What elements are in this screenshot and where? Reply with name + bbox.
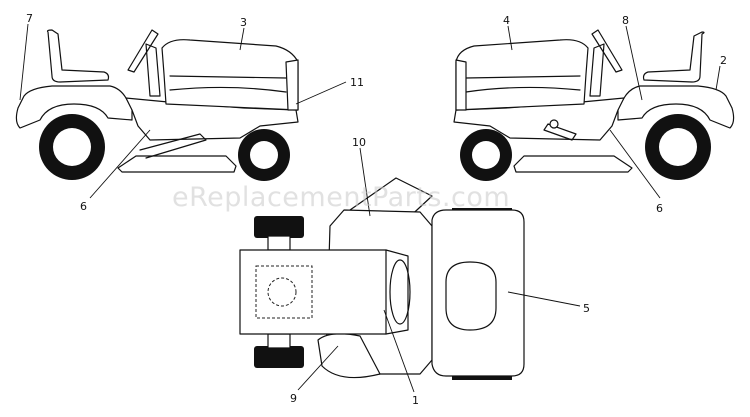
callout-labels: 7 3 11 6 4 8 2 6 10 5 1 9: [26, 12, 727, 407]
leader-3: [239, 27, 245, 51]
callout-11: 11: [350, 76, 364, 89]
leader-6-right: [609, 129, 661, 199]
leader-4: [507, 25, 513, 51]
top-rear-wheel-lower: [254, 346, 304, 368]
top-hood-emblem: [445, 261, 497, 331]
leader-7: [19, 23, 29, 101]
leader-10: [359, 147, 371, 217]
left-rear-hub: [53, 128, 91, 166]
top-body-edge: [385, 249, 409, 335]
top-rear-wheel-upper: [254, 216, 304, 238]
left-side-view-tractor: [15, 29, 299, 181]
right-hood: [455, 39, 589, 111]
callout-10: 10: [352, 136, 366, 149]
callout-2: 2: [720, 54, 727, 67]
top-axle-lower: [267, 333, 291, 349]
callout-8: 8: [622, 14, 629, 27]
left-mower-deck: [117, 155, 237, 173]
right-lever-knob: [549, 119, 559, 129]
right-grille: [455, 59, 467, 111]
leader-6-left: [89, 129, 151, 199]
callout-1: 1: [412, 394, 419, 407]
right-hood-curve: [465, 86, 581, 93]
leader-11: [295, 81, 347, 105]
right-side-view-tractor: [453, 29, 735, 181]
callout-4: 4: [503, 14, 510, 27]
callout-5: 5: [583, 302, 590, 315]
right-lift-lever: [543, 123, 577, 141]
callout-6-right: 6: [656, 202, 663, 215]
leader-5: [507, 291, 581, 307]
leader-1: [383, 309, 415, 393]
left-hood-line: [169, 75, 287, 79]
left-hood-curve: [169, 86, 287, 93]
left-grille: [285, 59, 299, 111]
top-axle-upper: [267, 235, 291, 251]
callout-3: 3: [240, 16, 247, 29]
leader-2: [715, 65, 721, 91]
right-hood-line: [465, 75, 581, 79]
left-rear-fender: [15, 85, 133, 129]
top-dash-oval: [389, 259, 411, 325]
right-seat: [642, 31, 705, 83]
leader-lines: [19, 23, 721, 393]
right-mower-deck: [513, 155, 633, 173]
right-steering-column: [589, 43, 605, 97]
left-deck-lift: [139, 133, 207, 159]
left-hood: [161, 39, 299, 111]
leader-9: [297, 345, 339, 391]
top-rear-body: [239, 249, 387, 335]
callout-9: 9: [290, 392, 297, 405]
right-steering-wheel: [591, 29, 623, 73]
top-seat-outline: [255, 265, 313, 319]
right-rear-fender: [617, 85, 735, 129]
top-lower-fender: [317, 333, 381, 379]
right-front-hub: [472, 141, 500, 169]
top-view-tractor: [239, 177, 525, 380]
left-steering-wheel: [127, 29, 159, 73]
callout-7: 7: [26, 12, 33, 25]
left-seat: [46, 29, 110, 83]
watermark-text: eReplacementParts.com: [172, 182, 510, 213]
right-rear-hub: [659, 128, 697, 166]
callout-6-left: 6: [80, 200, 87, 213]
leader-8: [625, 25, 643, 101]
left-front-hub: [250, 141, 278, 169]
top-seat-circle: [267, 277, 297, 307]
left-steering-column: [145, 43, 161, 97]
